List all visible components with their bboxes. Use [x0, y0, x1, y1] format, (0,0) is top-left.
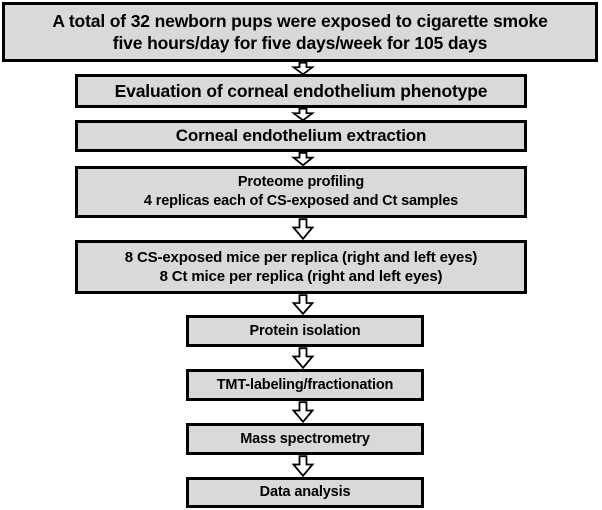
down-arrow-icon	[291, 455, 315, 477]
down-arrow-icon	[291, 152, 315, 166]
flow-node-label: TMT-labeling/fractionation	[216, 376, 394, 393]
flow-node-tmt-labeling: TMT-labeling/fractionation	[186, 369, 424, 401]
down-arrow-icon	[291, 62, 315, 75]
flow-node-label: 8 CS-exposed mice per replica (right and…	[124, 248, 478, 285]
down-arrow-icon	[291, 108, 315, 121]
flow-node-label: Evaluation of corneal endothelium phenot…	[114, 80, 488, 101]
down-arrow-icon	[291, 401, 315, 423]
flow-node-label: Data analysis	[259, 484, 351, 501]
flow-node-mass-spectrometry: Mass spectrometry	[186, 423, 424, 455]
flow-node-proteome-profiling: Proteome profiling 4 replicas each of CS…	[75, 166, 527, 218]
flow-node-endothelium-extraction: Corneal endothelium extraction	[75, 120, 527, 152]
flow-node-mice-per-replica: 8 CS-exposed mice per replica (right and…	[75, 240, 527, 294]
down-arrow-icon	[291, 347, 315, 369]
flow-node-label: Mass spectrometry	[240, 430, 370, 447]
down-arrow-icon	[291, 294, 315, 315]
flow-node-data-analysis: Data analysis	[186, 477, 424, 508]
flow-node-phenotype-evaluation: Evaluation of corneal endothelium phenot…	[75, 74, 527, 108]
flow-node-label: Protein isolation	[249, 322, 361, 339]
flow-node-label: A total of 32 newborn pups were exposed …	[52, 10, 548, 53]
down-arrow-icon	[291, 218, 315, 240]
flow-node-study-design: A total of 32 newborn pups were exposed …	[2, 2, 598, 62]
flow-node-label: Proteome profiling 4 replicas each of CS…	[143, 174, 459, 209]
flow-node-protein-isolation: Protein isolation	[186, 315, 424, 347]
flow-node-label: Corneal endothelium extraction	[175, 126, 427, 146]
